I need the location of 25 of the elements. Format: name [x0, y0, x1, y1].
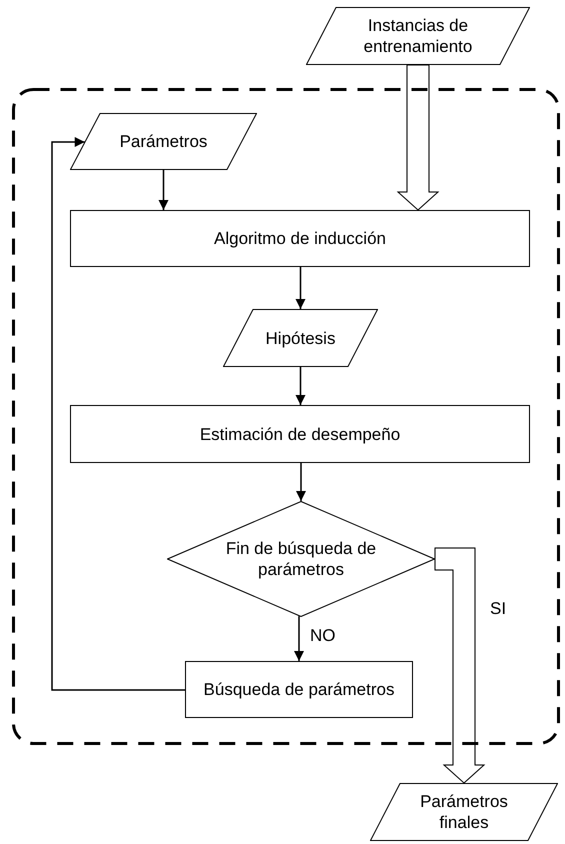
node-label: Búsqueda de parámetros [204, 679, 394, 700]
arrow [296, 267, 306, 309]
process-box [70, 405, 530, 463]
node-label: Algoritmo de inducción [214, 228, 386, 249]
block-arrow [434, 548, 486, 784]
node-label: Instancias de entrenamiento [362, 15, 474, 57]
input-output-parallelogram [370, 783, 558, 841]
node-label: Parámetros [120, 131, 208, 152]
arrow [296, 367, 306, 405]
decision-diamond [167, 501, 435, 617]
process-box [185, 661, 413, 718]
input-output-parallelogram [70, 113, 257, 170]
node-label: Parámetros finales [419, 791, 509, 833]
node-label: Hipótesis [266, 328, 336, 348]
arrow [294, 616, 304, 661]
arrow [51, 137, 185, 691]
arrow [158, 170, 168, 210]
block-arrow [396, 64, 440, 211]
process-box [70, 210, 530, 267]
node-label: Estimación de desempeño [200, 424, 400, 444]
input-output-parallelogram [306, 7, 530, 65]
node-label: Fin de búsqueda de parámetros [224, 538, 378, 580]
dashed-boundary [12, 88, 560, 745]
input-output-parallelogram [223, 309, 378, 367]
arrow [296, 463, 306, 501]
